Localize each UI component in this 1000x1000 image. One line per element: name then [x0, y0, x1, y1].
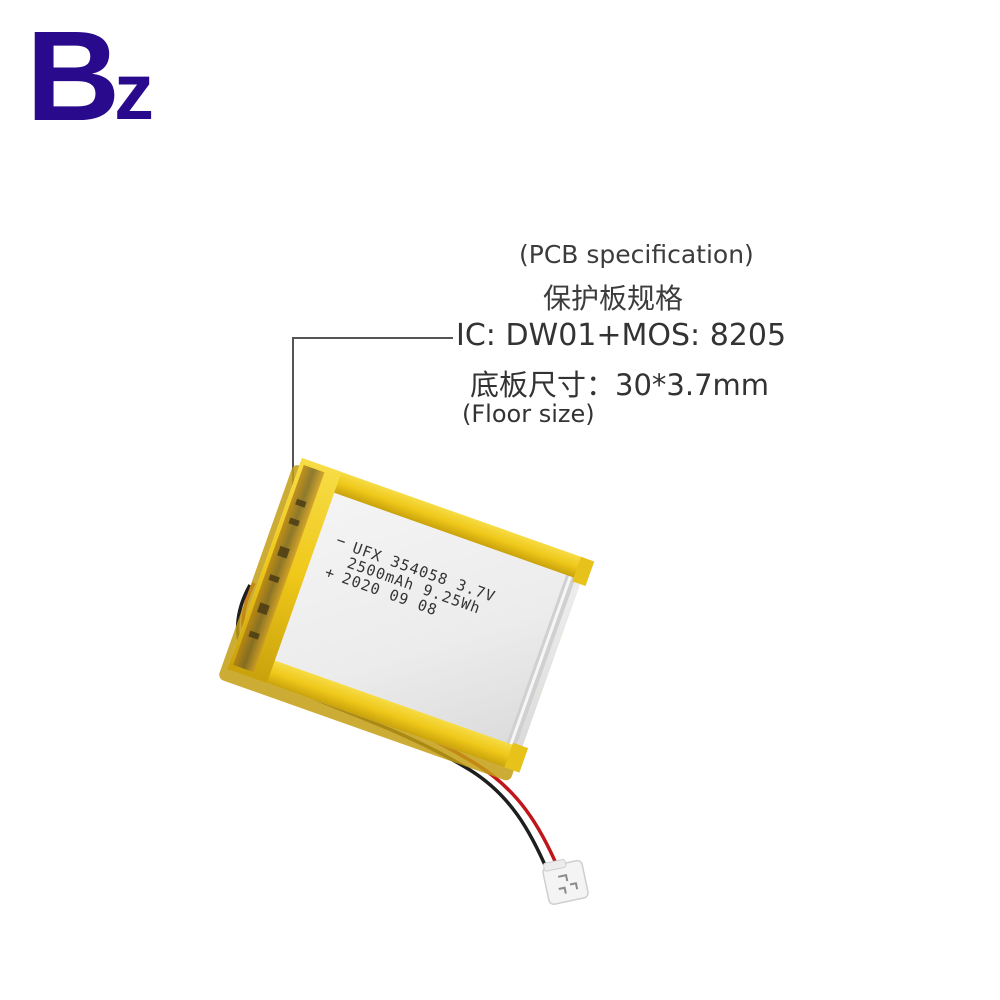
jst-connector	[542, 858, 589, 905]
logo-letter-b: B	[26, 5, 120, 148]
battery-body: − UFX 354058 3.7V 2500mAh 9.25Wh + 2020 …	[219, 458, 595, 781]
pcb-spec-title-en: (PCB specification)	[519, 240, 754, 269]
ic-mos-spec: IC: DW01+MOS: 8205	[456, 318, 787, 353]
callout-line-horizontal	[293, 337, 453, 339]
floor-size-en: (Floor size)	[462, 400, 595, 428]
pcb-spec-title-zh: 保护板规格	[543, 282, 684, 315]
callout-line-vertical	[292, 337, 294, 499]
floor-size-zh: 底板尺寸：30*3.7mm	[470, 368, 770, 402]
logo-letter-z: z	[114, 47, 154, 136]
